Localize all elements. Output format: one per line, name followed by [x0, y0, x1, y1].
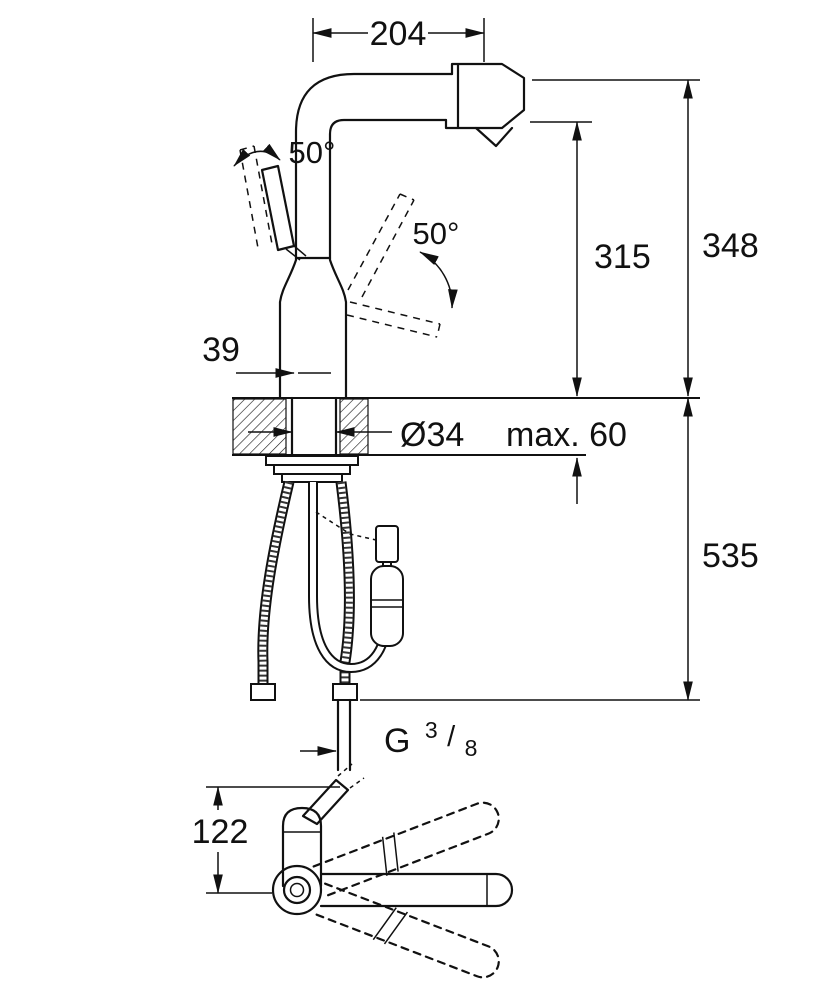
thread-size-label: G 3 / 8 [384, 708, 477, 761]
countertop-section [232, 396, 700, 458]
swivel-arm-lower-dashed [312, 882, 500, 979]
lever-swing-dashes [337, 763, 365, 789]
dim-315-label: 315 [594, 238, 651, 276]
hose-braid [337, 481, 353, 684]
handle-swing-right: 50° [346, 193, 460, 338]
hose-leader-line [315, 511, 377, 541]
lever-profile [301, 778, 350, 826]
dimension-dia34: Ø34 [248, 416, 464, 454]
base-mid-circle [282, 875, 312, 905]
dimension-204: 204 [312, 15, 485, 62]
counter-hatch-left [232, 398, 287, 455]
handle-swing-left: 50° [233, 135, 336, 249]
dimension-535: 535 [360, 397, 759, 701]
dim-204-label: 204 [370, 15, 427, 53]
dimension-max60: max. 60 [506, 416, 627, 504]
spray-head-outline [444, 62, 526, 130]
handle-swing-right-arc [419, 251, 458, 309]
thread-numerator: 3 [425, 717, 438, 743]
supply-hose-left [257, 480, 295, 684]
dia-34-label: Ø34 [400, 416, 464, 454]
break-ticks [381, 832, 399, 876]
dimension-39: 39 [202, 331, 331, 378]
handle-lever [260, 164, 296, 252]
mounting-shank [290, 396, 338, 458]
angle-right-label: 50° [413, 216, 460, 251]
plan-view [271, 763, 514, 979]
spray-head-clip [474, 126, 514, 148]
mounting-washer [273, 464, 351, 475]
dimension-348: 348 [532, 79, 759, 397]
supply-hose-right [335, 481, 355, 684]
mounting-nut [281, 473, 343, 483]
thread-denominator: 8 [465, 735, 478, 761]
handle-swing-right-down-lever [346, 301, 441, 338]
hose-braid [259, 481, 293, 684]
break-ticks [372, 907, 409, 945]
extension-line [312, 18, 485, 62]
dimension-315: 315 [530, 121, 651, 397]
dim-122-label: 122 [192, 813, 249, 851]
faucet-right-silhouette [328, 118, 448, 400]
hose-fitting [375, 525, 399, 563]
dimension-thread: G 3 / 8 [300, 708, 477, 761]
dimension-122: 122 [188, 786, 340, 894]
dim-39-label: 39 [202, 331, 240, 369]
handle-swing-left-arc [233, 143, 281, 167]
handle-swing-right-up-lever [347, 193, 415, 298]
thread-g: G [384, 722, 410, 760]
handle-lever-mount [285, 244, 307, 261]
mounting-flange [265, 455, 359, 466]
spout-arm-solid [319, 872, 514, 908]
under-counter-assembly [250, 455, 404, 772]
swivel-arm-outline [312, 801, 500, 898]
thread-slash: / [447, 721, 456, 753]
thread-tailpiece [336, 698, 352, 772]
dim-348-label: 348 [702, 227, 759, 265]
counter-hatch-right [339, 398, 369, 455]
swivel-arm-outline [312, 882, 500, 979]
max-60-label: max. 60 [506, 416, 627, 454]
swivel-arm-upper-dashed [312, 801, 500, 898]
pullout-hose [308, 482, 404, 674]
hose-connector-left [250, 683, 276, 701]
angle-left-label: 50° [289, 135, 336, 170]
faucet-body [260, 62, 526, 400]
base-outer-circle [271, 864, 323, 916]
hose-weight-lines [371, 599, 403, 608]
faucet-left-silhouette [278, 72, 454, 400]
hose-weight [370, 565, 404, 647]
hose-connector-right [332, 683, 358, 701]
base-inner-circle [289, 882, 305, 898]
label-background [188, 810, 252, 852]
dim-535-label: 535 [702, 537, 759, 575]
